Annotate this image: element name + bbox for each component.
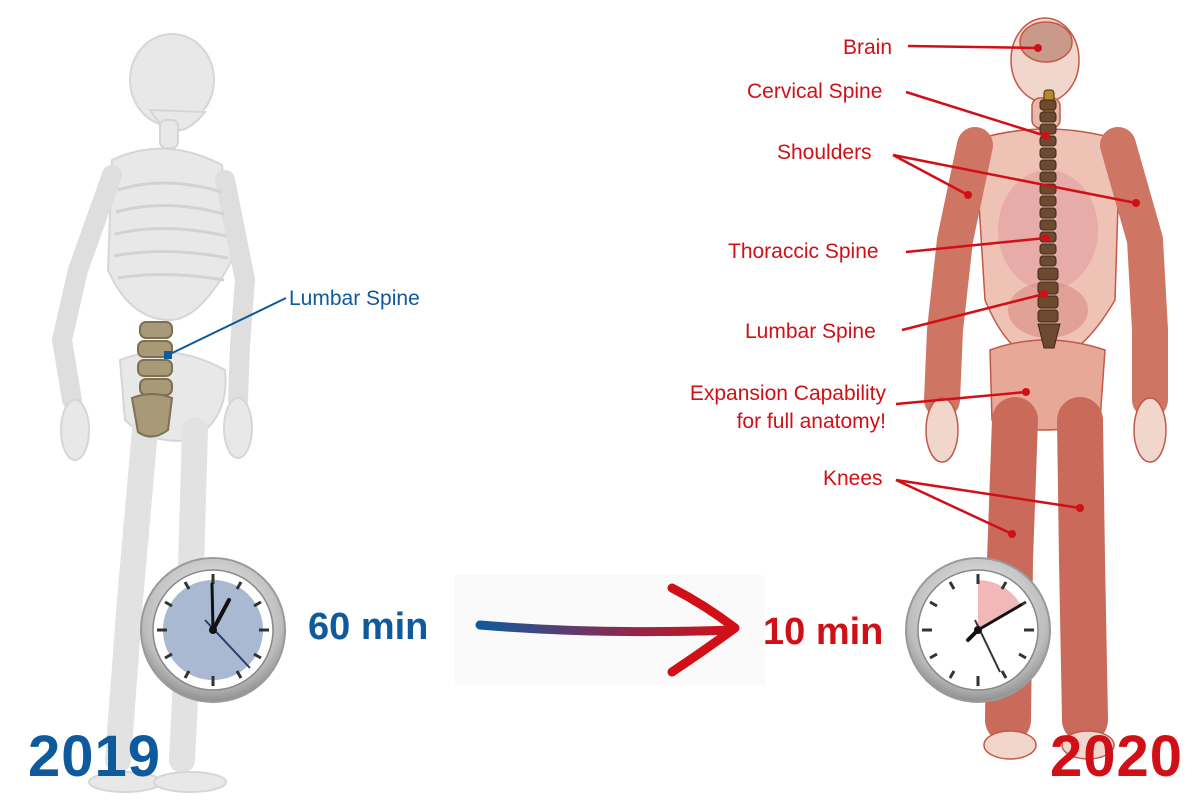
thoracic-spine-label: Thoraccic Spine — [728, 240, 879, 263]
lumbar-spine-label-2020: Lumbar Spine — [745, 320, 876, 343]
cervical-spine-label: Cervical Spine — [747, 80, 883, 103]
spine-icon — [1037, 89, 1061, 349]
clock-10-icon — [905, 557, 1051, 703]
arrow-icon — [455, 575, 765, 685]
lumbar-vertebrae-highlight — [130, 321, 174, 438]
year-2020: 2020 — [1050, 724, 1184, 789]
lumbar-spine-label-2019: Lumbar Spine — [289, 287, 420, 310]
knees-label: Knees — [823, 467, 883, 490]
expansion-label-line2: for full anatomy! — [736, 410, 886, 433]
lumbar-spine-leader — [167, 297, 287, 356]
year-2019: 2019 — [28, 724, 162, 789]
clock-60-icon — [140, 557, 286, 703]
duration-2019: 60 min — [308, 606, 429, 648]
anatomy-leaders — [892, 44, 1137, 536]
brain-icon — [1019, 21, 1073, 63]
brain-label: Brain — [843, 36, 893, 59]
shoulders-label: Shoulders — [777, 141, 872, 164]
expansion-label-line1: Expansion Capability — [689, 382, 886, 405]
duration-2020: 10 min — [763, 611, 884, 653]
